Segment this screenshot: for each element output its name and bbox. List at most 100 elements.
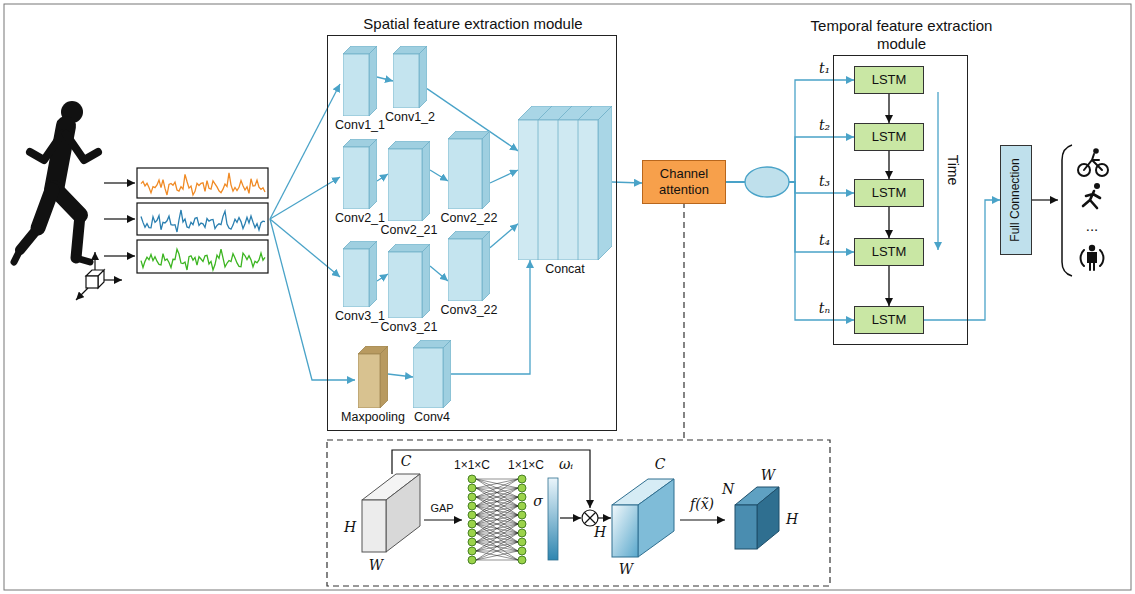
block-label: Maxpooling [341,410,405,424]
fc-link [476,497,518,515]
fc-link [476,515,518,542]
connector [726,182,854,252]
dimension-letter: W [761,468,775,483]
block-shape [448,231,490,301]
block-label: Conv3_22 [441,303,498,317]
operation-label: GAP [430,502,453,514]
time-step-label: t₂ [817,118,832,133]
fc-link [476,506,518,533]
fc-link [476,497,518,524]
runner-figure [14,101,98,262]
dimension-letter: C [401,454,412,469]
block-shape [413,340,451,408]
fc-link [476,488,518,515]
neuron [468,484,476,492]
running-icon [1083,183,1100,208]
dimension-letter: W [369,558,383,573]
output-cuboid [735,487,779,549]
fc-link [476,542,518,560]
fc-link [476,524,518,542]
attention-box: Channel attention [642,160,726,203]
fc-link [476,533,518,551]
neuron [518,502,526,510]
fc-link [476,551,518,560]
block-shape [518,106,612,260]
fc-link [476,479,518,497]
neuron [468,511,476,519]
fc-link [476,515,518,542]
lstm-cell: LSTM [854,66,924,94]
axis-icon [76,252,122,300]
weight-symbol: ωᵢ [559,457,573,472]
neuron [468,538,476,546]
cycling-icon [1078,148,1108,176]
neuron [468,493,476,501]
neuron [518,529,526,537]
neuron [468,547,476,555]
module-box: LSTMLSTMLSTMLSTMLSTMTemporal feature ext… [833,55,968,345]
conv-block: Conv1_2 [384,46,437,124]
neuron [468,502,476,510]
connector [726,182,854,320]
connector [726,80,854,182]
outer-frame [4,4,1131,590]
fc-link [476,479,518,480]
concat-block: Concat [518,106,612,276]
fc-link [476,488,518,506]
class-bracket [1062,145,1072,276]
neuron [518,520,526,528]
detail-frame [327,440,830,586]
block-label: Conv2_21 [381,223,438,237]
function-label: f(x̃) [690,497,714,512]
neuron [518,538,526,546]
connector [490,170,518,183]
fc-link [476,497,518,524]
output-arrow [1032,199,1058,200]
dimension-letter: N [722,482,734,497]
connector [888,94,889,123]
fc-link [476,533,518,551]
detail-leader [683,182,684,440]
block-shape [358,346,388,408]
neuron [468,475,476,483]
block-label: Conv1_2 [385,110,435,124]
fc-link [476,524,518,551]
module-title: Spatial feature extraction module [328,15,618,33]
multiply-symbol [582,510,598,526]
time-step-label: t₄ [817,233,832,248]
fc-link [476,515,518,533]
module-title: Temporal feature extraction module [796,17,1008,53]
dimension-label: 1×1×C [508,459,544,472]
lstm-label: LSTM [872,244,907,260]
lstm-label: LSTM [872,312,907,328]
dimension-letter: C [655,457,666,472]
conv-block: Conv3_1 [334,241,387,323]
fc-link [476,488,518,506]
neuron [518,547,526,555]
connector [430,170,448,181]
connector [888,266,889,306]
transform-arrow [680,519,725,520]
neuron [468,529,476,537]
neuron [518,556,526,564]
block-label: Conv1_1 [335,118,385,132]
weighted-cuboid [612,479,674,557]
conv-block: Conv2_22 [440,131,499,225]
fc-link [476,506,518,524]
time-step-label: tₙ [817,301,832,316]
block-shape [343,46,377,116]
neuron [518,475,526,483]
activation-symbol: σ [533,494,543,509]
scale-arrow [598,517,611,518]
block-label: Conv2_1 [335,211,385,225]
person-icon [1081,245,1104,270]
fc-link [476,515,518,533]
conv-block: Conv2_21 [380,141,439,237]
residual-line [392,450,590,508]
fc-link [476,479,518,488]
gap-arrow [424,519,462,520]
input-arrows [104,183,135,256]
fc-link [476,524,518,542]
